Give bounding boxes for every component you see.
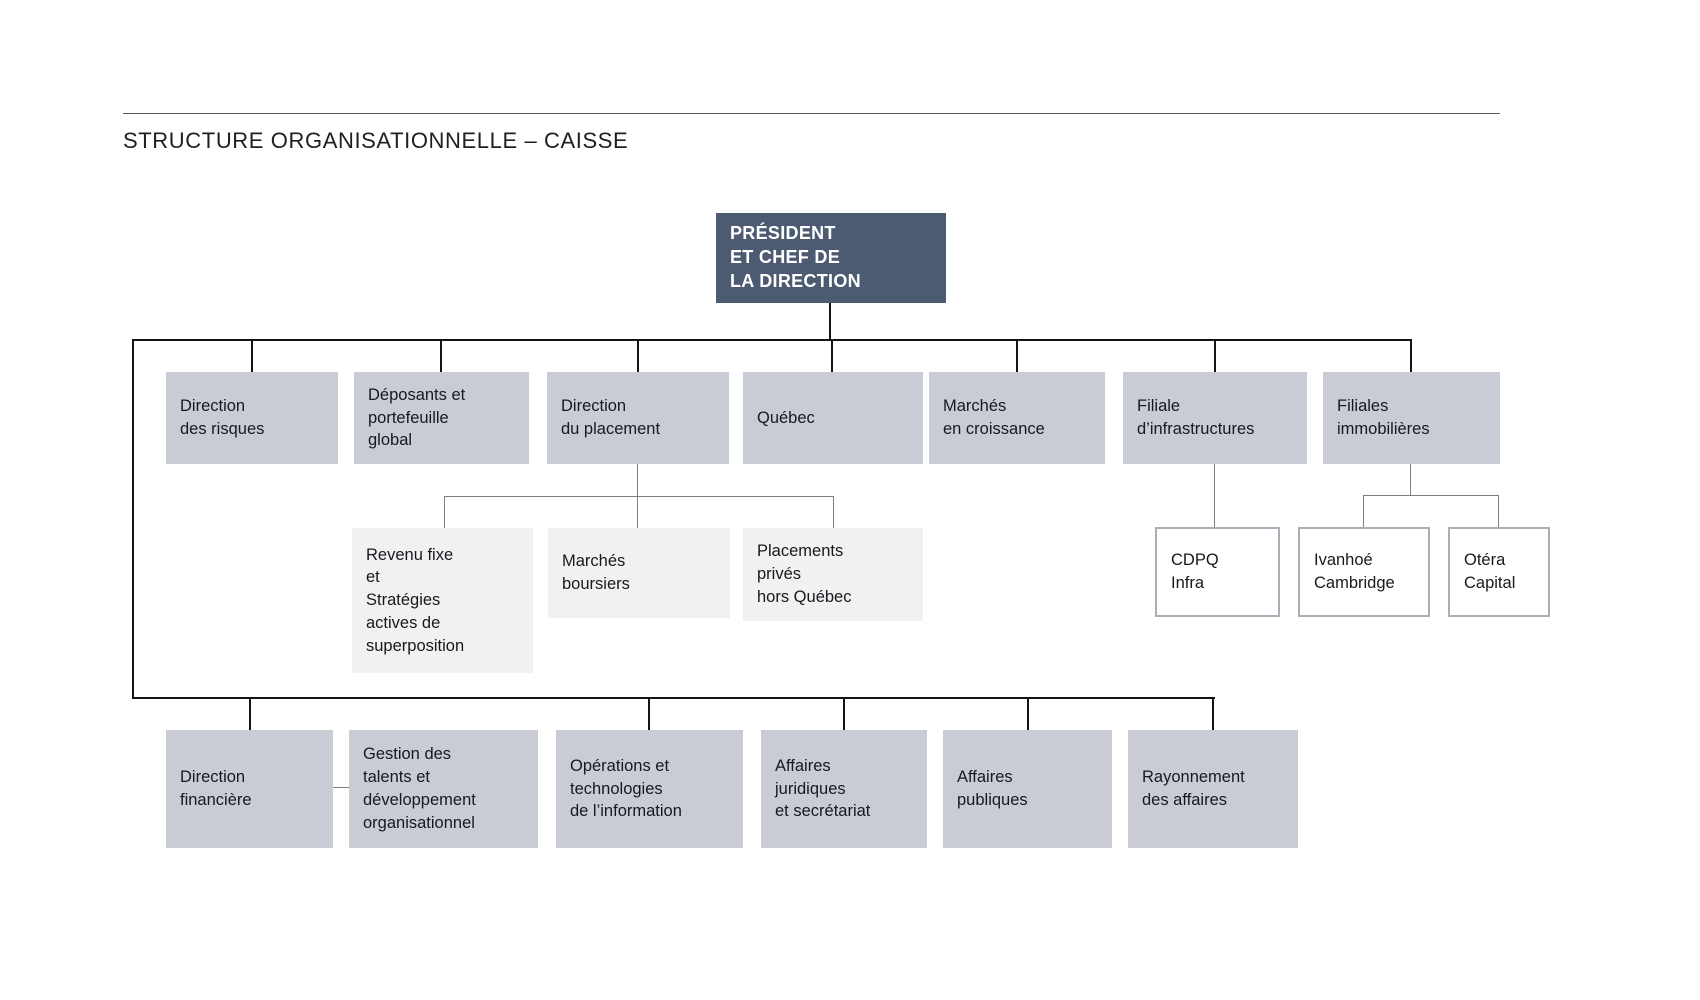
connector-placement-stem <box>637 464 638 496</box>
org-node-rayonnement-des-affaires: Rayonnement des affaires <box>1128 730 1298 848</box>
org-node-placements-prives-hors-quebec: Placements privés hors Québec <box>743 528 923 621</box>
org-node-cdpq-infra: CDPQ Infra <box>1155 527 1280 617</box>
connector-bottom-trunk <box>132 697 1215 699</box>
org-node-affaires-juridiques: Affaires juridiques et secrétariat <box>761 730 927 848</box>
connector-drop-placement <box>637 340 639 372</box>
connector-drop-marches-boursiers <box>637 496 638 528</box>
org-node-quebec: Québec <box>743 372 923 464</box>
connector-drop-otera <box>1498 495 1499 527</box>
connector-drop-filiale-infra <box>1214 340 1216 372</box>
connector-finance-talents-link <box>333 787 349 788</box>
org-node-ivanhoe-cambridge: Ivanhoé Cambridge <box>1298 527 1430 617</box>
connector-immo-stem <box>1410 464 1411 495</box>
connector-drop-risques <box>251 340 253 372</box>
connector-drop-finance <box>249 699 251 730</box>
connector-drop-juridiques <box>843 699 845 730</box>
connector-drop-placements-prives <box>833 496 834 528</box>
connector-drop-deposants <box>440 340 442 372</box>
connector-placement-bar <box>444 496 834 497</box>
connector-top-trunk <box>132 339 1412 341</box>
org-node-filiales-immobilieres: Filiales immobilières <box>1323 372 1500 464</box>
connector-infra-stem <box>1214 464 1215 527</box>
connector-drop-operations <box>648 699 650 730</box>
connector-drop-marches-croissance <box>1016 340 1018 372</box>
org-node-deposants-portefeuille-global: Déposants et portefeuille global <box>354 372 529 464</box>
connector-drop-filiales-immo <box>1410 340 1412 372</box>
org-node-direction-financiere: Direction financière <box>166 730 333 848</box>
connector-drop-revenu-fixe <box>444 496 445 528</box>
connector-president-stem <box>829 302 831 340</box>
org-node-revenu-fixe-strategies: Revenu fixe et Stratégies actives de sup… <box>352 528 533 673</box>
connector-drop-quebec <box>831 340 833 372</box>
org-node-marches-en-croissance: Marchés en croissance <box>929 372 1105 464</box>
header-rule <box>123 113 1500 114</box>
org-node-direction-du-placement: Direction du placement <box>547 372 729 464</box>
page-title: STRUCTURE ORGANISATIONNELLE – CAISSE <box>123 128 629 153</box>
org-node-operations-technologies: Opérations et technologies de l’informat… <box>556 730 743 848</box>
connector-left-trunk <box>132 339 134 699</box>
org-node-direction-des-risques: Direction des risques <box>166 372 338 464</box>
org-node-otera-capital: Otéra Capital <box>1448 527 1550 617</box>
org-node-gestion-talents: Gestion des talents et développement org… <box>349 730 538 848</box>
org-node-president: PRÉSIDENT ET CHEF DE LA DIRECTION <box>716 213 946 303</box>
connector-drop-rayonnement <box>1212 699 1214 730</box>
org-node-filiale-infrastructures: Filiale d’infrastructures <box>1123 372 1307 464</box>
connector-immo-bar <box>1363 495 1499 496</box>
org-node-marches-boursiers: Marchés boursiers <box>548 528 730 618</box>
connector-drop-publiques <box>1027 699 1029 730</box>
org-node-affaires-publiques: Affaires publiques <box>943 730 1112 848</box>
connector-drop-ivanhoe <box>1363 495 1364 527</box>
